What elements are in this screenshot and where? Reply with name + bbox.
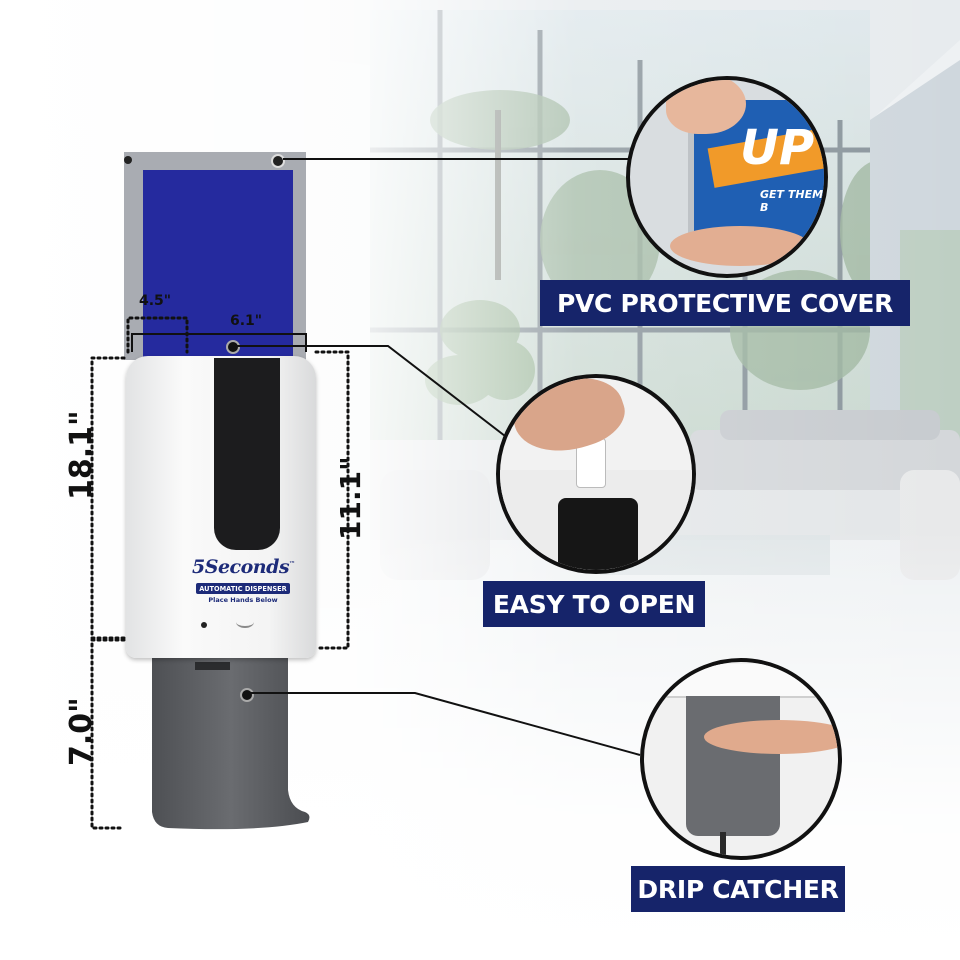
body-height-dimension: 11.1" <box>334 456 367 540</box>
width-dimension: 6.1" <box>230 313 263 329</box>
tray-height-dimension: 7.0" <box>64 697 99 766</box>
total-height-dimension: 18.1" <box>64 410 99 500</box>
poster-area <box>143 170 293 360</box>
mounting-panel <box>124 152 306 360</box>
cover-detail-circle: UP GET THEM B <box>626 76 828 278</box>
depth-dimension: 4.5" <box>139 293 172 309</box>
open-label: EASY TO OPEN <box>483 581 705 627</box>
tray-closeup <box>686 696 780 836</box>
panel-screw-left <box>124 156 132 164</box>
brand-subtitle: AUTOMATIC DISPENSER <box>196 583 290 594</box>
tray-callout-dot <box>240 688 254 702</box>
window-closeup <box>558 498 638 570</box>
open-palm <box>704 720 838 754</box>
poster-big-text: UP <box>740 120 815 176</box>
dispenser-bottom-closeup <box>662 664 832 698</box>
hand-bottom <box>670 226 810 266</box>
tray-pole <box>720 832 726 856</box>
hand-top <box>666 80 746 134</box>
panel-screw-right <box>271 154 285 168</box>
cover-label: PVC PROTECTIVE COVER <box>540 280 910 326</box>
poster-small-text: GET THEM B <box>760 188 824 214</box>
sensor-led <box>201 622 207 628</box>
brand-hint: Place Hands Below <box>208 596 278 604</box>
drip-detail-circle <box>640 658 842 860</box>
dispenser-window <box>214 358 280 550</box>
drip-label: DRIP CATCHER <box>631 866 845 912</box>
brand-logo: 5Seconds™ <box>192 556 295 578</box>
drip-tray <box>152 640 310 830</box>
hand-sensor-icon <box>236 616 254 628</box>
open-detail-circle <box>496 374 696 574</box>
